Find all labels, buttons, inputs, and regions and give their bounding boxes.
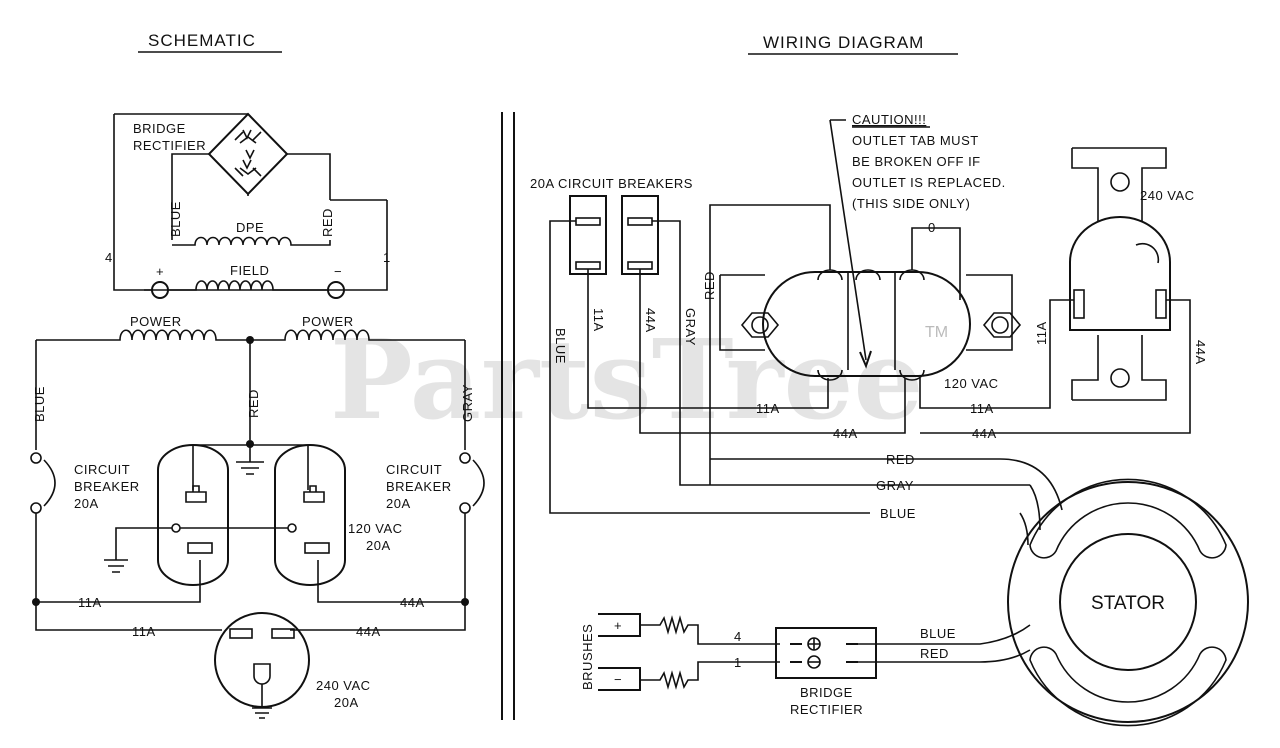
wiring-brushes [598,613,1031,691]
sch-44a-b: 44A [356,624,381,639]
caution-line-3: BE BROKEN OFF IF [852,154,981,169]
schematic-title: SCHEMATIC [148,31,256,50]
sch-field-label: FIELD [230,263,269,278]
sch-cb-right-1: CIRCUIT [386,462,442,477]
sch-120vac-1: 120 VAC [348,521,403,536]
sch-blue-label: BLUE [168,201,183,237]
caution-arrowhead [859,350,872,369]
sch-cb-right-3: 20A [386,496,411,511]
sch-11a-a: 11A [78,595,102,610]
sch-240vac-1: 240 VAC [316,678,371,693]
wiring-gray-vertical: GRAY [683,308,698,346]
schematic-power-windings [30,329,485,631]
wiring-brush-plus: + [614,618,622,633]
wiring-240-outlet [919,147,1191,434]
sch-cb-left-2: BREAKER [74,479,140,494]
wiring-circuit-breakers [549,195,1030,514]
wiring-120-outlet [709,204,1022,485]
wiring-44a-h1: 44A [833,426,858,441]
wiring-bridge-label-2: RECTIFIER [790,702,863,717]
sch-red-center-label: RED [246,389,261,418]
stator-label: STATOR [1091,593,1165,614]
caution-arrow [829,119,867,361]
wiring-brush-minus: − [614,672,622,687]
caution-line-5: (THIS SIDE ONLY) [852,196,970,211]
wiring-240vac-label: 240 VAC [1140,188,1195,203]
sch-plus-label: + [156,264,164,279]
sch-44a-a: 44A [400,595,425,610]
schematic-240-outlet [214,612,310,719]
sch-dpe-label: DPE [236,220,264,235]
watermark-tm: TM [925,324,948,341]
sch-power-right: POWER [302,314,354,329]
schematic-duplex-outlet [104,444,346,586]
wiring-bridge-label-1: BRIDGE [800,685,853,700]
wiring-four-label: 4 [734,629,742,644]
sch-minus-label: − [334,264,342,279]
caution-line-2: OUTLET TAB MUST [852,133,979,148]
sch-cb-left-1: CIRCUIT [74,462,130,477]
wiring-44a-right: 44A [1193,340,1208,365]
caution-line-4: OUTLET IS REPLACED. [852,175,1006,190]
sch-one-label: 1 [383,250,391,265]
wiring-120vac-label: 120 VAC [944,376,999,391]
sch-bridge-label-1: BRIDGE [133,121,186,136]
wiring-brushes-label: BRUSHES [580,624,595,690]
wiring-blue-vertical: BLUE [553,328,568,364]
sch-bridge-label-2: RECTIFIER [133,138,206,153]
wiring-blue-h: BLUE [880,506,916,521]
sch-gray-line-label: GRAY [460,384,475,422]
wiring-one-label: 1 [734,655,742,670]
wiring-title: WIRING DIAGRAM [763,33,924,52]
wiring-11a-h1: 11A [756,401,780,416]
sch-red-label: RED [320,208,335,237]
sch-cb-right-2: BREAKER [386,479,452,494]
sch-power-left: POWER [130,314,182,329]
wiring-11a-h2: 11A [970,401,994,416]
sch-120vac-2: 20A [366,538,391,553]
wiring-zero-label: 0 [928,220,936,235]
wiring-blue-out: BLUE [920,626,956,641]
stator [710,458,1249,727]
sch-four-label: 4 [105,250,113,265]
wiring-44a-h2: 44A [972,426,997,441]
wiring-11a-vertical: 11A [591,308,606,332]
wiring-gray-h: GRAY [876,478,914,493]
wiring-44a-vertical: 44A [643,308,658,333]
wiring-11a-right: 11A [1034,321,1049,345]
sch-11a-b: 11A [132,624,156,639]
wiring-cb-title: 20A CIRCUIT BREAKERS [530,176,693,191]
sch-blue-line-label: BLUE [32,386,47,422]
caution-heading: CAUTION!!! [852,112,926,127]
sch-cb-left-3: 20A [74,496,99,511]
sch-240vac-2: 20A [334,695,359,710]
wiring-red-out: RED [920,646,949,661]
schematic-exciter-box [113,112,388,299]
